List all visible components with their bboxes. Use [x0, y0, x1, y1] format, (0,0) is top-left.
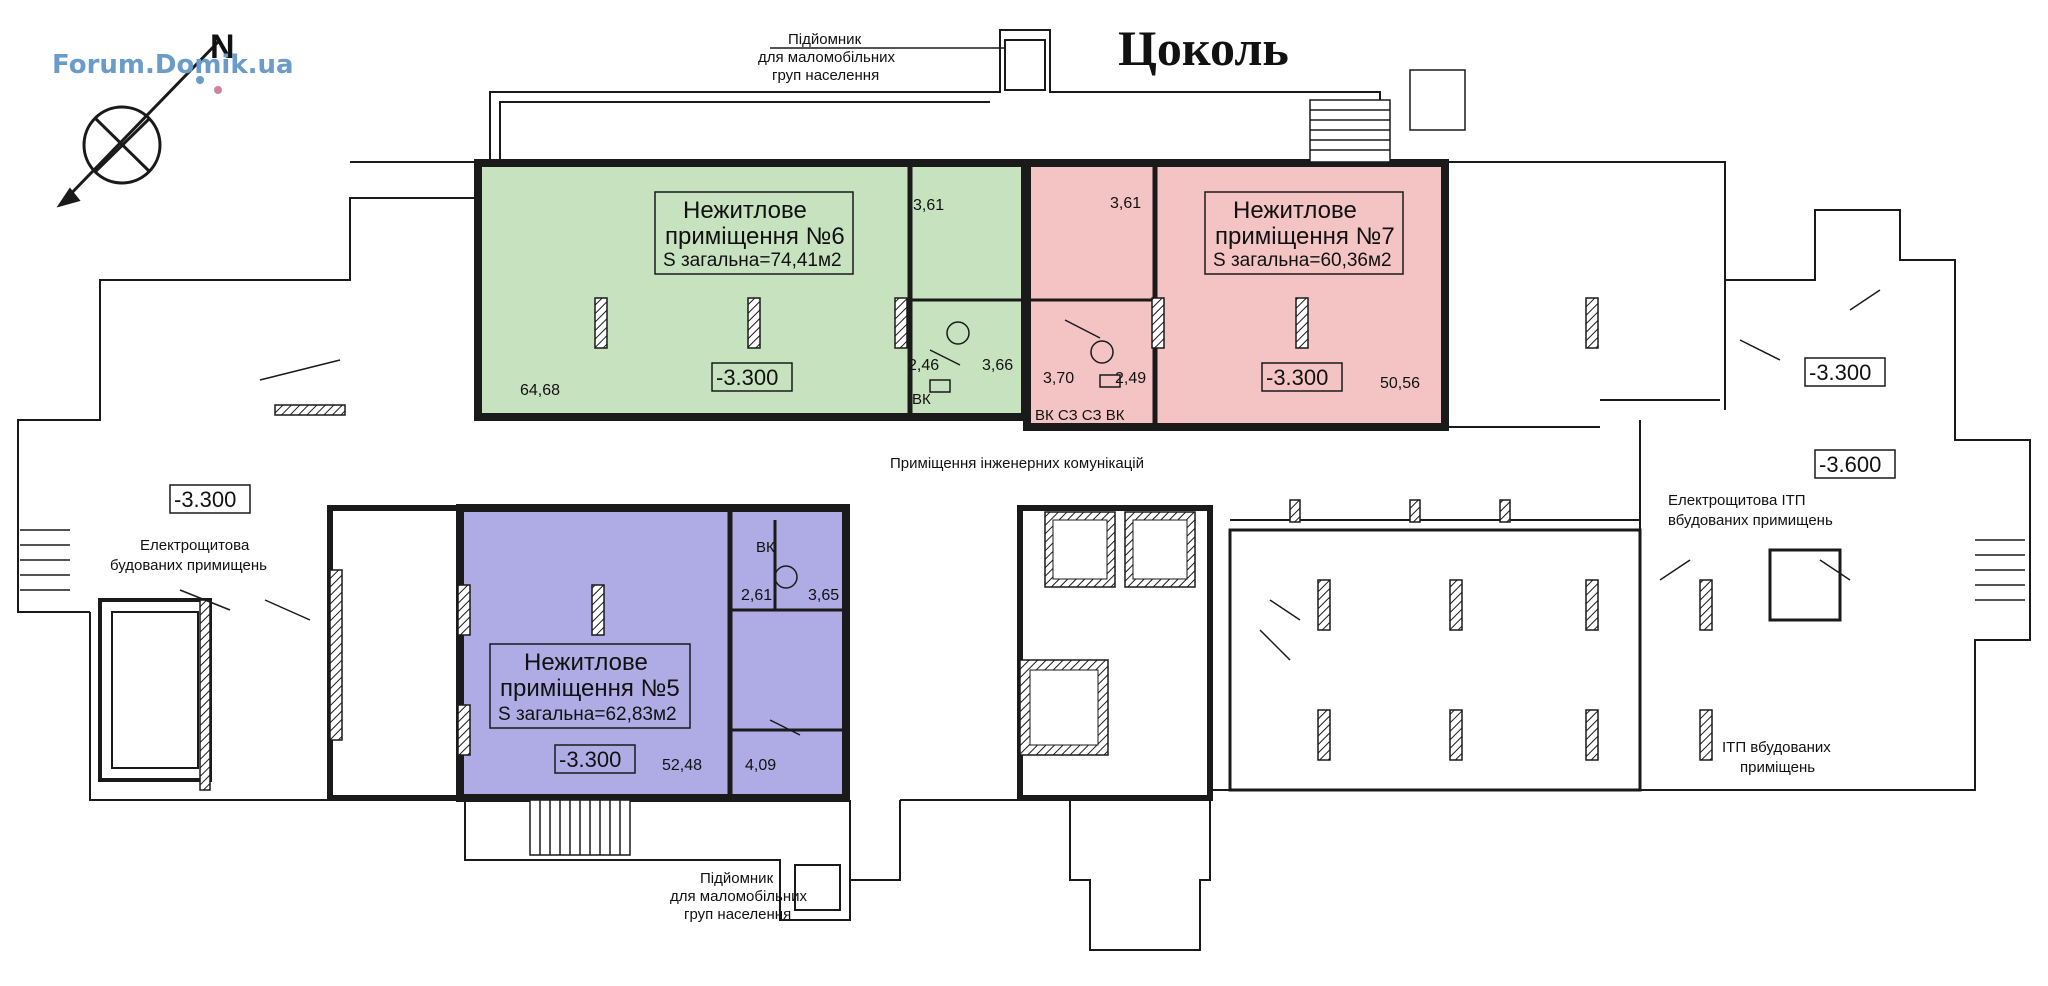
- stairs-right: [1975, 539, 2025, 601]
- stairs-top: [1309, 69, 1466, 163]
- unit-6-area: S загальна=74,41м2: [663, 250, 842, 271]
- unit-7-walls: [1023, 159, 1449, 431]
- unit-6-name-line1: Нежитлове: [683, 197, 807, 224]
- page-title: Цоколь: [1118, 20, 1289, 76]
- dim-u7-c: 2,49: [1115, 370, 1146, 387]
- dim-u7-a: 3,61: [1110, 195, 1141, 212]
- lift-top-shaft: [1004, 39, 1046, 91]
- svg-text:груп населення: груп населення: [772, 67, 879, 84]
- dim-u5-a: 2,61: [741, 587, 772, 604]
- level-u5: -3.300: [559, 747, 621, 772]
- dim-u5-c: 4,09: [745, 757, 776, 774]
- electrical-left-line2: будованих примищень: [110, 557, 267, 574]
- unit-7-name-line1: Нежитлове: [1233, 197, 1357, 224]
- svg-text:для маломобільних: для маломобільних: [670, 888, 808, 905]
- svg-text:для маломобільних: для маломобільних: [758, 49, 896, 66]
- unit-6-fill[interactable]: [478, 163, 1025, 417]
- unit-5-area: S загальна=62,83м2: [498, 704, 677, 725]
- svg-text:Підйомник: Підйомник: [788, 31, 862, 48]
- level-u6: -3.300: [716, 365, 778, 390]
- level-left: -3.300: [174, 487, 236, 512]
- compass-letter: N: [210, 28, 235, 66]
- dim-u5-b: 3,65: [808, 587, 839, 604]
- corridor-label: Приміщення інженерних комунікацій: [890, 455, 1144, 472]
- unit-7-area: S загальна=60,36м2: [1213, 250, 1392, 271]
- dim-u6-a: 3,61: [913, 197, 944, 214]
- lift-bottom-shaft: [794, 864, 841, 911]
- mark-vk-u5: ВК: [756, 539, 775, 556]
- level-u7: -3.300: [1266, 365, 1328, 390]
- watermark: Forum.Domik.ua: [52, 50, 294, 80]
- lift-top-label: Підйомник для маломобільних груп населен…: [758, 31, 1005, 84]
- dim-u7-b: 3,70: [1043, 370, 1074, 387]
- dim-u6-b: 2,46: [908, 357, 939, 374]
- itp-line2: приміщень: [1740, 759, 1815, 776]
- svg-text:Підйомник: Підйомник: [700, 870, 774, 887]
- unit-7-fill[interactable]: [1027, 163, 1445, 427]
- electrical-left-line1: Електрощитова: [140, 537, 250, 554]
- electrical-right-line2: вбудованих примищень: [1668, 512, 1833, 529]
- itp-line1: ІТП вбудованих: [1722, 739, 1831, 756]
- unit-5-name-line2: приміщення №5: [500, 675, 680, 702]
- toilet-icon: [774, 321, 1121, 589]
- dim-u7-main: 50,56: [1380, 375, 1420, 392]
- level-right-top: -3.300: [1809, 360, 1871, 385]
- stairs-left: [20, 529, 70, 591]
- level-right-mid: -3.600: [1819, 452, 1881, 477]
- dim-u6-c: 3,66: [982, 357, 1013, 374]
- svg-text:груп населення: груп населення: [684, 906, 791, 923]
- unit-5-name-line1: Нежитлове: [524, 649, 648, 676]
- lift-bottom-label: Підйомник для маломобільних груп населен…: [670, 870, 808, 923]
- unit-7-name-line2: приміщення №7: [1215, 223, 1395, 250]
- door-swings: [179, 289, 1881, 736]
- mark-vk-row: ВК СЗ СЗ ВК: [1035, 407, 1125, 424]
- unit-6-name-line2: приміщення №6: [665, 223, 845, 250]
- dim-u6-main: 64,68: [520, 382, 560, 399]
- mark-vk-u6: ВК: [912, 391, 931, 408]
- piers: [199, 297, 1713, 791]
- electrical-right-line1: Електрощитова ІТП: [1668, 492, 1806, 509]
- unit-5-fill[interactable]: [460, 508, 846, 798]
- north-arrow-icon: [56, 38, 222, 208]
- stairs-bottom: [529, 799, 631, 856]
- dim-u5-main: 52,48: [662, 757, 702, 774]
